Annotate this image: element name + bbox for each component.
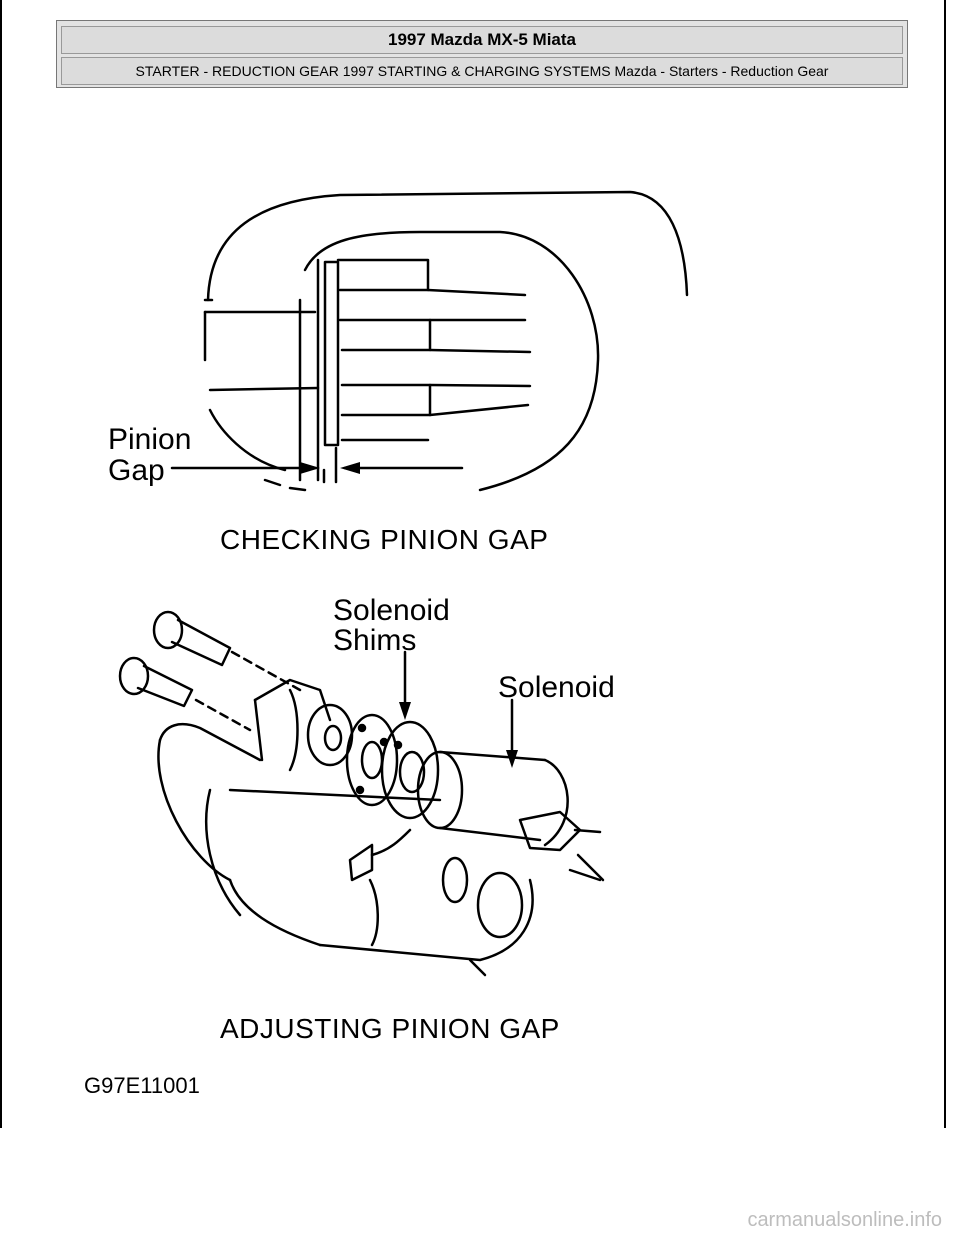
shims-arrow-head — [399, 702, 411, 720]
solenoid-shims-label-line1: Solenoid — [333, 594, 450, 627]
checking-caption: CHECKING PINION GAP — [220, 524, 549, 555]
watermark: carmanualsonline.info — [747, 1209, 942, 1231]
adjusting-caption: ADJUSTING PINION GAP — [220, 1013, 560, 1044]
solenoid-label: Solenoid — [498, 671, 615, 704]
document-subtitle: STARTER - REDUCTION GEAR 1997 STARTING &… — [61, 57, 903, 85]
gap-label: Gap — [108, 454, 165, 487]
starter-assembly-group — [118, 610, 605, 977]
housing-outline — [206, 190, 689, 302]
solenoid-shims-label-line2: Shims — [333, 624, 417, 657]
document-title: 1997 Mazda MX-5 Miata — [61, 26, 903, 54]
gap-arrow-right-head — [340, 462, 360, 474]
document-header: 1997 Mazda MX-5 Miata STARTER - REDUCTIO… — [56, 20, 908, 88]
solenoid-arrow-head — [506, 750, 518, 768]
pinion-label: Pinion — [108, 423, 192, 456]
ring-outline — [303, 230, 600, 492]
page-border — [0, 0, 946, 1128]
gap-arrow-left-head — [300, 462, 320, 474]
figure-id: G97E11001 — [84, 1073, 200, 1098]
